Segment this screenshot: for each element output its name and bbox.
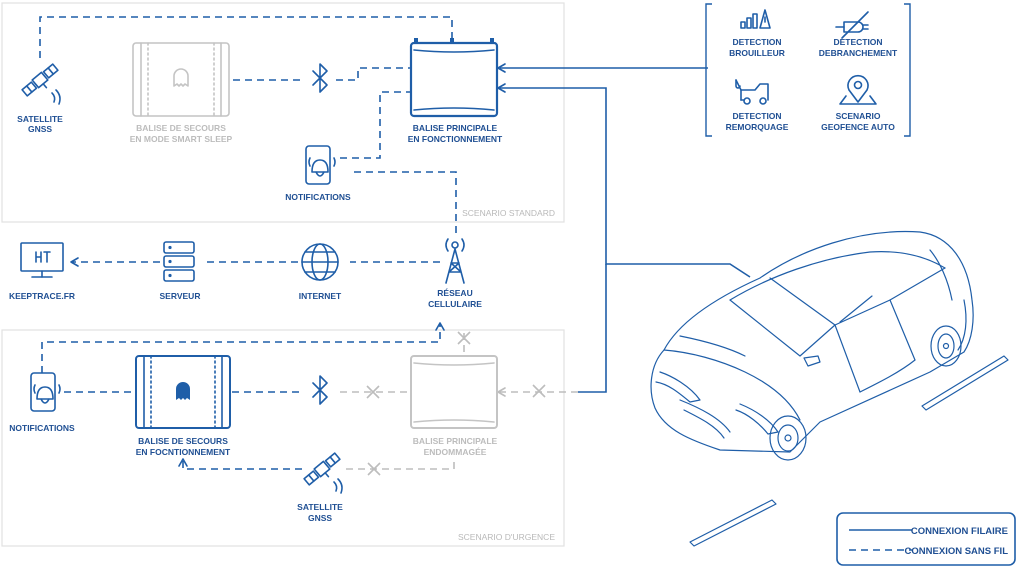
- backup-beacon-active-icon: [135, 355, 231, 429]
- link-satellite-to-main-tracker: [39, 16, 453, 58]
- detection-tow-label-2: REMORQUAGE: [726, 122, 789, 132]
- main-damaged-label-2: ENDOMMAGÉE: [424, 447, 487, 457]
- arrow-head-cell-network: [435, 322, 445, 331]
- detections-bracket-right: [904, 3, 911, 137]
- backup-active-label-1: BALISE DE SECOURS: [138, 436, 228, 446]
- detections-bracket-left: [705, 3, 712, 137]
- internet-label: INTERNET: [299, 291, 342, 301]
- detection-geofence-label-1: SCENARIO: [836, 111, 881, 121]
- cross-bluetooth-to-damaged: [366, 385, 380, 399]
- main-beacon-damaged-icon: [410, 355, 498, 429]
- satellite-label-e1: SATELLITE: [297, 502, 343, 512]
- standard-scenario-panel: [1, 2, 565, 223]
- link-main-tracker-to-cell-network: [354, 171, 457, 236]
- link-notifications-to-main-tracker: [340, 91, 410, 159]
- cell-tower-icon: [445, 238, 465, 284]
- cross-damaged-to-cell: [457, 331, 471, 345]
- satellite-label-e2: GNSS: [308, 513, 332, 523]
- detection-tow-label-1: DETECTION: [732, 111, 781, 121]
- detection-unplug-label-2: DEBRANCHEMENT: [819, 48, 898, 58]
- main-ok-label-1: BALISE PRINCIPALE: [413, 123, 498, 133]
- satellite-label-1: SATELLITE: [17, 114, 63, 124]
- standard-scenario-title: SCENARIO STANDARD: [462, 208, 555, 218]
- emergency-scenario-panel: [1, 329, 565, 547]
- notifications-label-standard: NOTIFICATIONS: [285, 192, 351, 202]
- arrow-head-keeptrace: [70, 257, 79, 267]
- notifications-phone-icon: [305, 145, 336, 185]
- detection-jammer-label-1: DETECTION: [732, 37, 781, 47]
- legend-box: [836, 512, 1016, 566]
- emergency-scenario-title: SCENARIO D'URGENCE: [458, 532, 555, 542]
- wire-car-to-main-tracker-top: [498, 87, 751, 278]
- notifications-phone-icon-2: [30, 372, 61, 412]
- legend-wireless-label: CONNEXION SANS FIL: [905, 546, 1009, 557]
- link-bluetooth-to-main-tracker: [336, 67, 410, 81]
- cell-network-label-1: RÉSEAU: [437, 288, 472, 298]
- cross-satellite-to-damaged: [367, 462, 381, 476]
- cross-car-to-damaged: [532, 384, 546, 398]
- bluetooth-icon-2: [312, 375, 328, 405]
- road-mark-2: [689, 499, 777, 547]
- server-icon: [163, 241, 195, 282]
- wire-car-to-damaged-tracker: [578, 264, 607, 393]
- detection-geofence-label-2: GEOFENCE AUTO: [821, 122, 895, 132]
- link-backup-to-cell-network: [41, 324, 441, 373]
- main-ok-label-2: EN FONCTIONNEMENT: [408, 134, 503, 144]
- satellite-signal-icon-2: [333, 478, 343, 494]
- backup-active-label-2: EN FOCNTIONNEMENT: [136, 447, 231, 457]
- legend-wired-label: CONNEXION FILAIRE: [911, 526, 1008, 537]
- satellite-signal-icon: [51, 89, 61, 105]
- unplug-icon: [835, 11, 869, 39]
- road-mark-1: [921, 355, 1009, 411]
- detection-unplug-label-1: DETECTION: [833, 37, 882, 47]
- detection-jammer-label-2: BROUILLEUR: [729, 48, 785, 58]
- geofence-pin-icon: [839, 74, 877, 105]
- backup-sleep-label-2: EN MODE SMART SLEEP: [130, 134, 233, 144]
- bluetooth-icon: [312, 63, 328, 93]
- notifications-label-emergency: NOTIFICATIONS: [9, 423, 75, 433]
- keeptrace-label: KEEPTRACE.FR: [9, 291, 75, 301]
- server-label: SERVEUR: [160, 291, 201, 301]
- monitor-icon: [20, 242, 64, 278]
- main-beacon-ok-icon: [409, 38, 499, 118]
- link-satellite-to-backup: [182, 460, 302, 470]
- jammer-signal-icon: [740, 9, 771, 29]
- car-icon: [650, 230, 974, 461]
- cell-network-label-2: CELLULAIRE: [428, 299, 482, 309]
- satellite-icon: [21, 63, 59, 97]
- main-damaged-label-1: BALISE PRINCIPALE: [413, 436, 498, 446]
- link-satellite-to-damaged: [346, 462, 455, 470]
- backup-beacon-sleep-icon: [132, 42, 230, 117]
- arrow-head-backup: [178, 458, 188, 467]
- tow-truck-icon: [735, 79, 769, 105]
- backup-sleep-label-1: BALISE DE SECOURS: [136, 123, 226, 133]
- satellite-label-2: GNSS: [28, 124, 52, 134]
- satellite-icon-2: [303, 452, 341, 486]
- globe-icon: [301, 243, 339, 281]
